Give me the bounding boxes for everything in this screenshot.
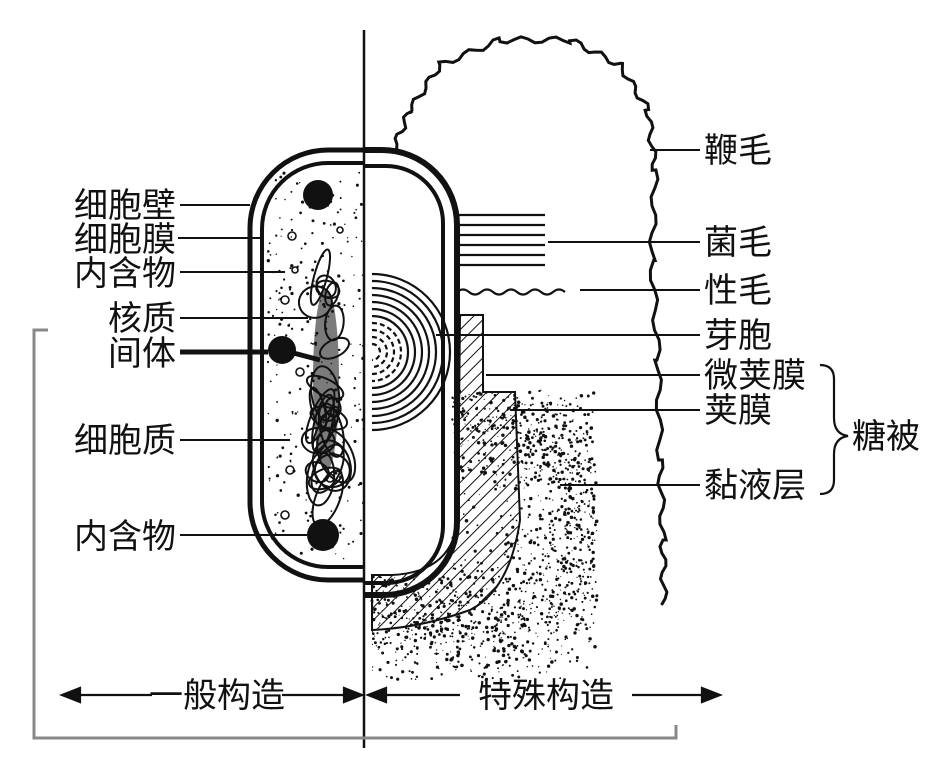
label-slime-layer: 黏液层	[704, 466, 806, 506]
label-flagellum: 鞭毛	[704, 131, 772, 171]
bottom-labels: 一般构造 特殊构造	[149, 676, 614, 716]
label-glycocalyx: 糖被	[852, 417, 920, 457]
label-microcapsule: 微荚膜	[704, 356, 806, 396]
general-structure-half	[247, 147, 364, 583]
label-inclusion-bottom: 内含物	[74, 517, 176, 557]
left-labels: 细胞壁 细胞膜 内含物 核质 间体 细胞质 内含物	[74, 186, 176, 557]
label-inclusion-top: 内含物	[74, 254, 176, 294]
general-structure-bracket	[32, 328, 678, 740]
capsule-hatched	[371, 314, 522, 632]
right-labels: 鞭毛 菌毛 性毛 芽胞 微荚膜 荚膜 黏液层 糖被	[704, 131, 920, 506]
nucleoid-tangle	[297, 248, 357, 527]
label-mesosome: 间体	[108, 334, 176, 374]
inclusion-granule-top	[303, 180, 333, 210]
special-structure-half	[364, 147, 460, 598]
label-cytoplasm: 细胞质	[74, 421, 176, 461]
label-general-structure: 一般构造	[149, 676, 285, 716]
label-spore: 芽胞	[704, 316, 772, 356]
label-nucleoid: 核质	[108, 299, 176, 339]
label-sex-pilus: 性毛	[704, 271, 772, 311]
inclusion-granule-bottom	[307, 519, 339, 551]
label-pilus: 菌毛	[704, 223, 772, 263]
spore	[371, 272, 452, 432]
sex-pilus	[456, 288, 566, 296]
label-capsule: 荚膜	[704, 391, 772, 431]
label-cell-membrane: 细胞膜	[74, 220, 176, 260]
bottom-arrows	[58, 686, 724, 704]
label-cell-wall: 细胞壁	[74, 186, 176, 226]
pili	[457, 213, 545, 267]
label-special-structure: 特殊构造	[478, 676, 614, 716]
flagellum	[391, 35, 669, 606]
glycocalyx-brace	[819, 363, 849, 496]
leader-lines	[178, 149, 700, 536]
